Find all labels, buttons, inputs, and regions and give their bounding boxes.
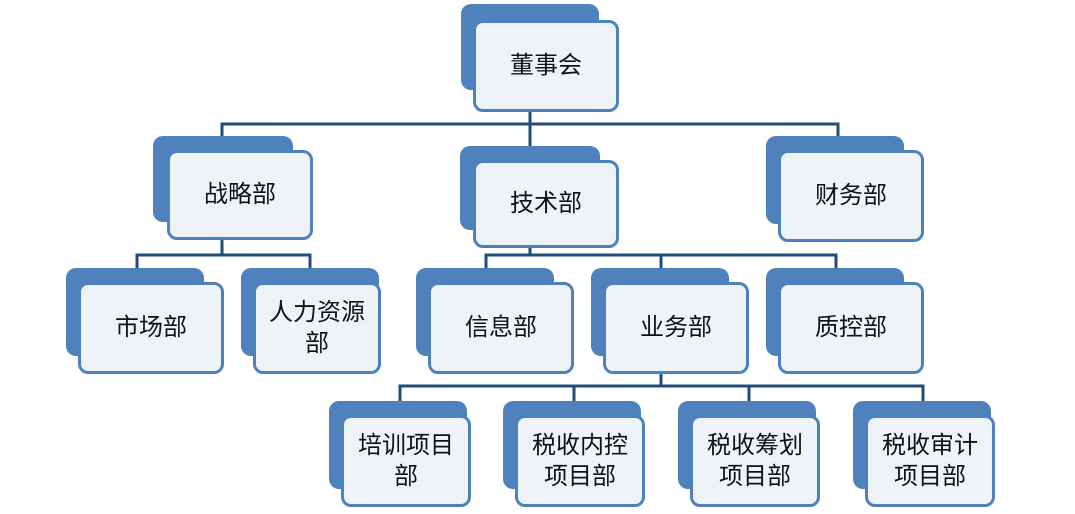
node-label: 信息部 <box>465 313 537 342</box>
node-label: 税收内控项目部 <box>532 430 628 490</box>
node-label: 财务部 <box>815 181 887 210</box>
node-label: 质控部 <box>815 313 887 342</box>
node-label: 董事会 <box>510 51 582 80</box>
node-label: 培训项目部 <box>358 430 454 490</box>
node-label: 人力资源部 <box>269 297 365 357</box>
node-label: 战略部 <box>204 180 276 209</box>
node-label: 税收筹划项目部 <box>707 430 803 490</box>
node-label: 技术部 <box>510 189 582 218</box>
node-label: 税收审计项目部 <box>882 430 978 490</box>
node-label: 业务部 <box>640 313 712 342</box>
node-label: 市场部 <box>115 313 187 342</box>
